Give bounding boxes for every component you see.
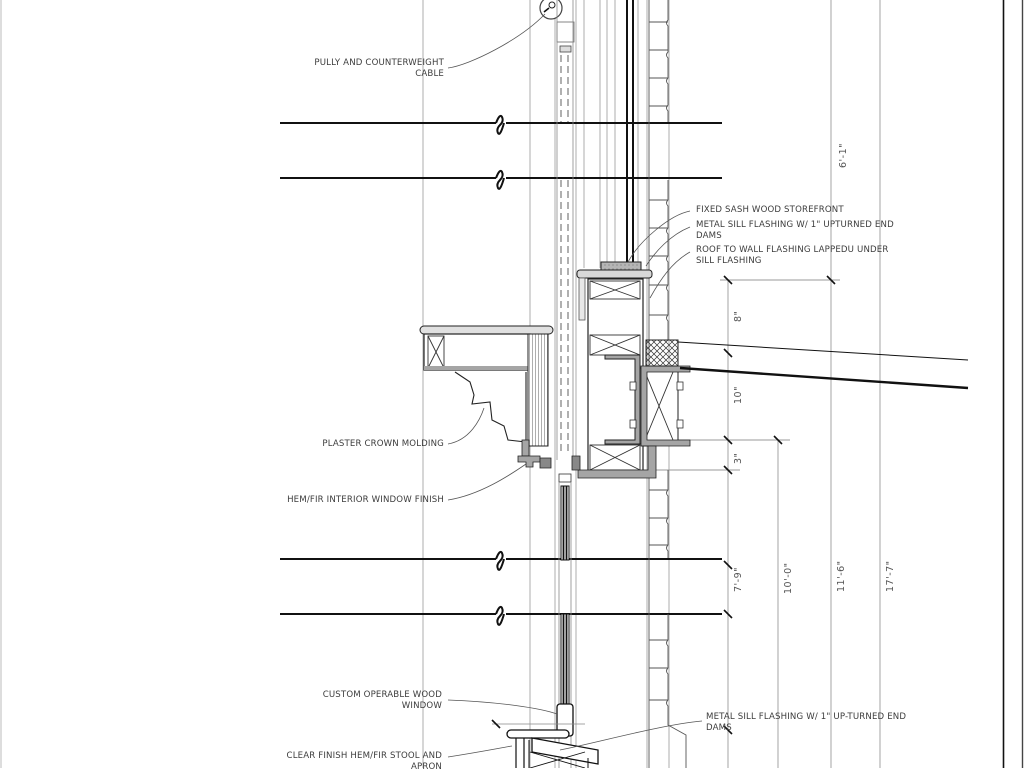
label-stool-apron-line1: CLEAR FINISH HEM/FIR STOOL AND	[286, 751, 442, 761]
dimension-10in: 10"	[733, 386, 744, 404]
label-crown-molding-text: PLASTER CROWN MOLDING	[322, 439, 444, 449]
label-roof-flashing-line2: SILL FLASHING	[696, 256, 762, 266]
label-pulley-cable: PULLY AND COUNTERWEIGHT CABLE	[290, 58, 444, 80]
label-roof-flashing: ROOF TO WALL FLASHING LAPPEDU UNDER SILL…	[696, 245, 889, 267]
label-interior-finish-text: HEM/FIR INTERIOR WINDOW FINISH	[287, 495, 444, 505]
label-pulley-line1: PULLY AND COUNTERWEIGHT	[314, 58, 444, 68]
label-operable-window: CUSTOM OPERABLE WOOD WINDOW	[290, 690, 442, 712]
label-metal-sill-bottom-line2: DAMS	[706, 723, 732, 733]
counterweight-pocket	[556, 0, 575, 460]
label-interior-finish: HEM/FIR INTERIOR WINDOW FINISH	[260, 495, 444, 506]
dimension-17-7: 17'-7"	[885, 560, 896, 592]
label-metal-sill-top: METAL SILL FLASHING W/ 1" UPTURNED END D…	[696, 220, 894, 242]
label-fixed-sash: FIXED SASH WOOD STOREFRONT	[696, 205, 844, 216]
storefront-sill	[576, 261, 653, 321]
leader-lines	[447, 13, 703, 758]
operable-window	[556, 482, 574, 768]
label-pulley-line2: CABLE	[415, 69, 444, 79]
label-metal-sill-top-line1: METAL SILL FLASHING W/ 1" UPTURNED END	[696, 220, 894, 230]
label-operable-window-line1: CUSTOM OPERABLE WOOD	[322, 690, 442, 700]
dimension-lines	[640, 0, 881, 768]
dimension-6-1: 6'-1"	[838, 143, 849, 168]
label-metal-sill-bottom-line1: METAL SILL FLASHING W/ 1" UP-TURNED END	[706, 712, 907, 722]
roof-assembly	[645, 339, 969, 390]
header-framing	[577, 278, 691, 479]
pulley-icon	[539, 0, 563, 20]
dimension-7-9: 7'-9"	[733, 567, 744, 592]
dimension-10-0: 10'-0"	[783, 562, 794, 594]
dimension-8in: 8"	[733, 310, 744, 322]
label-stool-apron: CLEAR FINISH HEM/FIR STOOL AND APRON	[262, 751, 442, 773]
label-crown-molding: PLASTER CROWN MOLDING	[290, 439, 444, 450]
interior-soffit	[419, 325, 581, 483]
dimension-11-6: 11'-6"	[836, 560, 847, 592]
label-stool-apron-line2: APRON	[411, 762, 442, 772]
label-metal-sill-top-line2: DAMS	[696, 231, 722, 241]
stool-and-sill	[491, 719, 599, 769]
label-operable-window-line2: WINDOW	[401, 701, 442, 711]
dimension-3in: 3"	[733, 452, 744, 464]
label-fixed-sash-text: FIXED SASH WOOD STOREFRONT	[696, 205, 844, 215]
label-roof-flashing-line1: ROOF TO WALL FLASHING LAPPEDU UNDER	[696, 245, 889, 255]
break-lines	[280, 114, 722, 626]
label-metal-sill-bottom: METAL SILL FLASHING W/ 1" UP-TURNED END …	[706, 712, 906, 734]
storefront-glass	[626, 0, 634, 262]
